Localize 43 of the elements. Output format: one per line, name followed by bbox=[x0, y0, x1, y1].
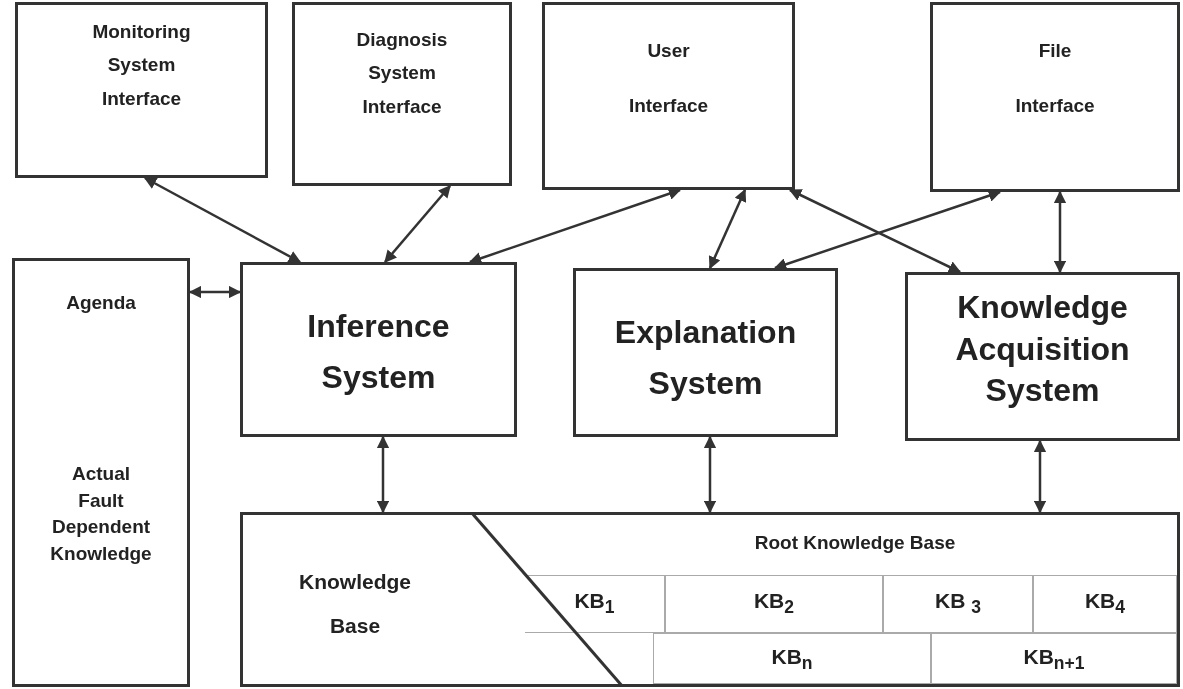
double-arrow bbox=[143, 176, 302, 264]
box-label: Diagnosis System Interface bbox=[355, 28, 449, 119]
box-label: Knowledge Acquisition System bbox=[954, 288, 1131, 411]
box-label: Knowledge Base bbox=[298, 569, 412, 640]
cell-label: KB$_{1}$ bbox=[573, 590, 616, 617]
double-arrow bbox=[708, 188, 747, 270]
system-box bbox=[542, 2, 795, 190]
table-cell bbox=[653, 633, 931, 684]
box-label: Inference System bbox=[306, 307, 451, 398]
system-box bbox=[573, 268, 838, 437]
double-arrow bbox=[788, 188, 962, 274]
table-cell bbox=[883, 575, 1033, 633]
box-label: File Interface bbox=[1014, 39, 1096, 119]
cell-label: KB$_{2}$ bbox=[752, 590, 796, 617]
double-arrow bbox=[468, 187, 682, 265]
box-label: User Interface bbox=[627, 39, 710, 119]
system-box bbox=[15, 2, 268, 178]
cell-label: KB $_{3}$ bbox=[934, 590, 982, 617]
knowledge-base-box bbox=[240, 512, 1180, 687]
box-text: Actual Fault Dependent Knowledge bbox=[49, 462, 153, 566]
cell-label: KB$_{4}$ bbox=[1083, 590, 1127, 617]
box-label: Agenda bbox=[65, 291, 137, 315]
cell-label: KB$_{n+1}$ bbox=[1022, 646, 1086, 673]
cell-label: KB$_{n}$ bbox=[770, 646, 814, 673]
double-arrow bbox=[384, 185, 451, 263]
table-cell bbox=[665, 575, 883, 633]
double-arrow bbox=[376, 435, 390, 514]
system-box bbox=[12, 258, 190, 687]
system-box bbox=[905, 272, 1180, 441]
cell-label: Root Knowledge Base bbox=[753, 533, 957, 552]
system-box bbox=[292, 2, 512, 186]
double-arrow bbox=[1053, 190, 1067, 274]
box-label: Explanation System bbox=[613, 313, 798, 404]
double-arrow bbox=[703, 435, 717, 514]
table-cell bbox=[1033, 575, 1177, 633]
double-arrow bbox=[188, 285, 242, 299]
table-cell bbox=[931, 633, 1177, 684]
double-arrow bbox=[1033, 439, 1047, 514]
table-cell bbox=[525, 575, 665, 633]
system-box bbox=[240, 262, 517, 437]
box-label: Monitoring System Interface bbox=[91, 20, 192, 111]
system-box bbox=[930, 2, 1180, 192]
double-arrow bbox=[773, 189, 1002, 271]
